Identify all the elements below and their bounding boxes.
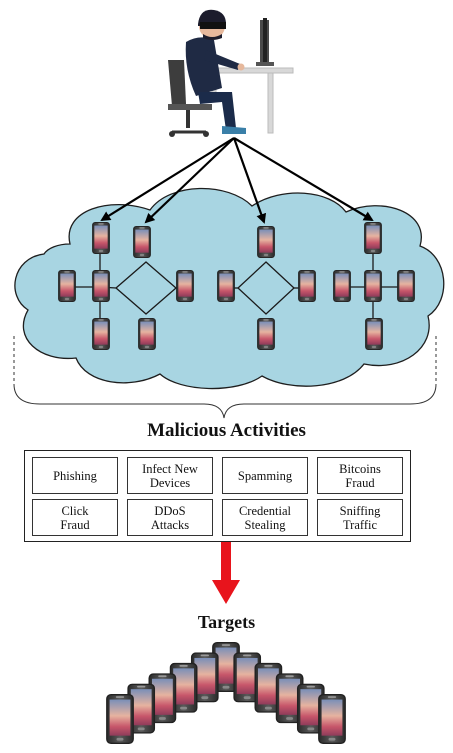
smartphone-icon bbox=[364, 222, 382, 254]
smartphone-icon bbox=[92, 270, 110, 302]
activity-box: Infect New Devices bbox=[127, 457, 213, 494]
activity-box: Spamming bbox=[222, 457, 308, 494]
target-devices bbox=[106, 642, 346, 744]
activity-box: Sniffing Traffic bbox=[317, 499, 403, 536]
command-arrows bbox=[100, 137, 374, 224]
grouping-brace bbox=[13, 336, 437, 419]
smartphone-icon bbox=[257, 226, 275, 258]
smartphone-icon bbox=[397, 270, 415, 302]
activity-box: Click Fraud bbox=[32, 499, 118, 536]
smartphone-icon bbox=[92, 222, 110, 254]
smartphone-icon bbox=[298, 270, 316, 302]
smartphone-icon bbox=[58, 270, 76, 302]
smartphone-icon bbox=[92, 318, 110, 350]
smartphone-icon bbox=[217, 270, 235, 302]
smartphone-icon bbox=[333, 270, 351, 302]
smartphone-icon bbox=[133, 226, 151, 258]
attack-arrow bbox=[212, 542, 240, 604]
smartphone-icon bbox=[176, 270, 194, 302]
activity-box: Bitcoins Fraud bbox=[317, 457, 403, 494]
smartphone-icon bbox=[364, 270, 382, 302]
activity-box: Phishing bbox=[32, 457, 118, 494]
smartphone-icon bbox=[106, 694, 134, 744]
targets-title: Targets bbox=[197, 612, 256, 632]
attacker-icon bbox=[168, 9, 294, 137]
smartphone-icon bbox=[365, 318, 383, 350]
activity-box: DDoS Attacks bbox=[127, 499, 213, 536]
smartphone-icon bbox=[138, 318, 156, 350]
activity-box: Credential Stealing bbox=[222, 499, 308, 536]
smartphone-icon bbox=[318, 694, 346, 744]
malicious-activities-title: Malicious Activities bbox=[147, 420, 306, 441]
smartphone-icon bbox=[257, 318, 275, 350]
